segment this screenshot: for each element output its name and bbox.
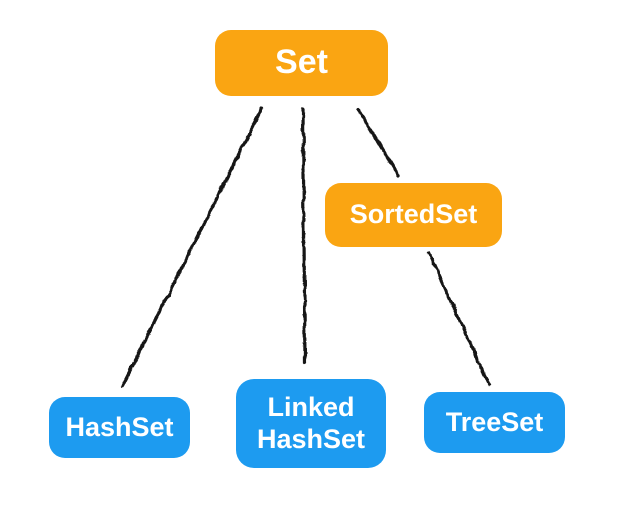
edge-set-sortedset bbox=[356, 107, 400, 178]
node-treeset: TreeSet bbox=[424, 392, 565, 453]
node-linkedhashset-label: Linked HashSet bbox=[256, 392, 366, 454]
edge-set-hashset bbox=[120, 106, 264, 388]
node-sortedset: SortedSet bbox=[325, 183, 502, 247]
node-linkedhashset: Linked HashSet bbox=[236, 379, 386, 468]
edge-sortedset-treeset bbox=[427, 251, 491, 387]
node-set: Set bbox=[215, 30, 388, 96]
node-hashset: HashSet bbox=[49, 397, 190, 458]
node-sortedset-label: SortedSet bbox=[349, 199, 478, 230]
node-treeset-label: TreeSet bbox=[445, 406, 544, 437]
node-hashset-label: HashSet bbox=[65, 411, 174, 442]
node-set-label: Set bbox=[275, 43, 328, 82]
edge-set-linkedhashset bbox=[301, 107, 307, 365]
